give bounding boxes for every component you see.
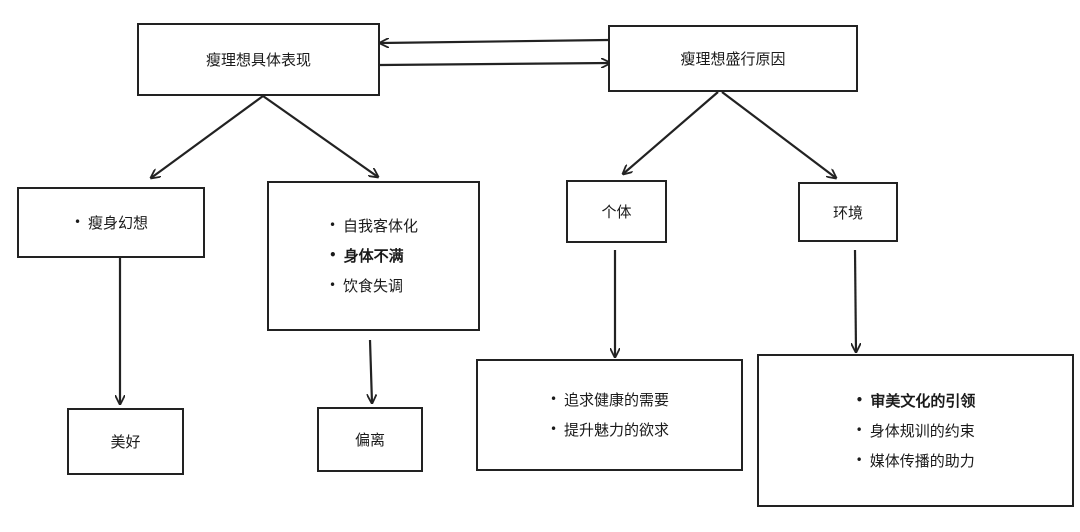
list-item: 瘦身幻想 <box>74 208 148 238</box>
arrow-manifest-to-objectify <box>262 95 378 177</box>
node-individual-reasons: 追求健康的需要 提升魅力的欲求 <box>476 359 743 471</box>
arrow-causes-to-manifest <box>380 40 609 43</box>
node-manifestation: 瘦理想具体表现 <box>137 23 380 96</box>
node-deviation-label: 偏离 <box>354 431 385 449</box>
list-item: 审美文化的引领 <box>856 386 975 416</box>
node-deviation: 偏离 <box>317 407 423 472</box>
list-item: 身体规训的约束 <box>856 416 976 446</box>
node-environment-reasons: 审美文化的引领 身体规训的约束 媒体传播的助力 <box>757 354 1074 507</box>
list-item: 提升魅力的欲求 <box>550 415 669 445</box>
node-beauty-label: 美好 <box>110 433 141 451</box>
arrow-causes-to-environment <box>721 91 836 178</box>
list-item: 饮食失调 <box>329 271 418 301</box>
arrow-manifest-to-fantasy <box>151 95 264 178</box>
node-individual-label: 个体 <box>601 203 632 221</box>
node-beauty: 美好 <box>67 408 184 475</box>
node-causes-label: 瘦理想盛行原因 <box>680 50 786 68</box>
environment-reasons-list: 审美文化的引领 身体规训的约束 媒体传播的助力 <box>856 386 976 476</box>
list-item: 身体不满 <box>329 241 418 271</box>
fantasy-list: 瘦身幻想 <box>74 208 148 238</box>
objectification-list: 自我客体化 身体不满 饮食失调 <box>329 211 418 301</box>
node-individual: 个体 <box>566 180 667 243</box>
node-environment-label: 环境 <box>832 203 863 222</box>
node-environment: 环境 <box>798 182 898 242</box>
arrow-objectify-to-deviation <box>370 339 372 403</box>
node-objectification: 自我客体化 身体不满 饮食失调 <box>267 181 480 331</box>
node-manifestation-label: 瘦理想具体表现 <box>205 51 311 69</box>
list-item: 追求健康的需要 <box>550 385 669 415</box>
arrow-environment-to-reasons <box>855 249 856 352</box>
node-causes: 瘦理想盛行原因 <box>608 25 858 92</box>
individual-reasons-list: 追求健康的需要 提升魅力的欲求 <box>550 385 669 445</box>
arrow-causes-to-individual <box>623 91 719 174</box>
arrow-manifest-to-causes <box>379 63 610 65</box>
node-fantasy: 瘦身幻想 <box>17 187 205 258</box>
list-item: 媒体传播的助力 <box>856 446 976 476</box>
list-item: 自我客体化 <box>329 211 418 241</box>
